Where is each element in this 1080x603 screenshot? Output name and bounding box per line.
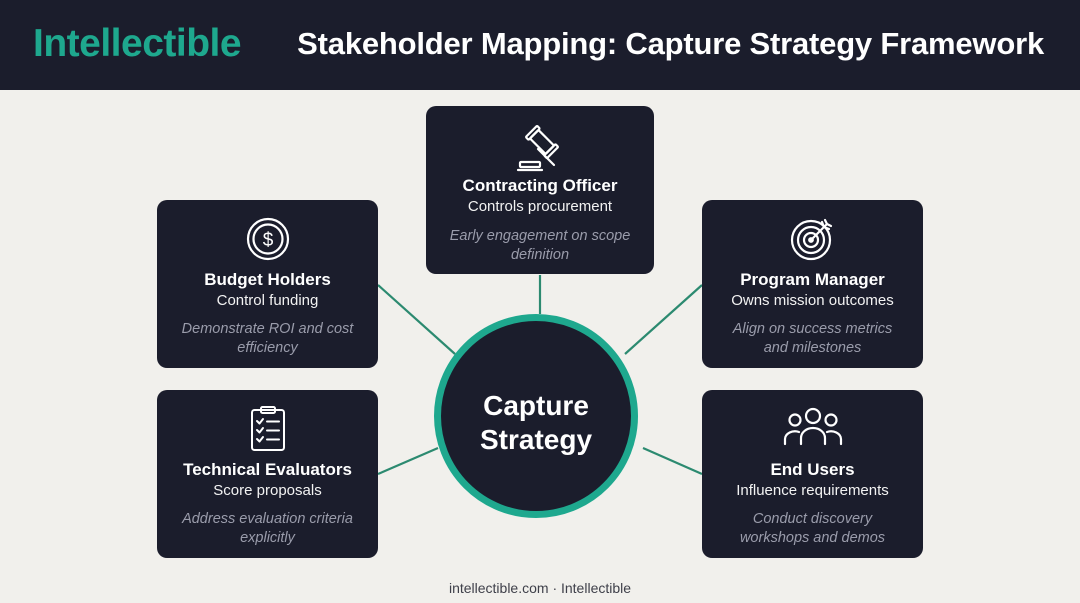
stakeholder-role: Controls procurement bbox=[467, 198, 613, 215]
hub-label: Capture Strategy bbox=[479, 390, 593, 455]
stakeholder-card-contracting-officer: Contracting Officer Controls procurement… bbox=[426, 106, 654, 274]
dollar-coin-icon: $ bbox=[245, 216, 291, 267]
stakeholder-card-budget-holders: $ Budget Holders Control funding Demonst… bbox=[157, 200, 378, 368]
stakeholder-card-technical-evaluators: Technical Evaluators Score proposals Add… bbox=[157, 390, 378, 558]
stakeholder-role: Owns mission outcomes bbox=[731, 292, 894, 309]
page-title: Stakeholder Mapping: Capture Strategy Fr… bbox=[297, 26, 1044, 61]
stakeholder-role: Influence requirements bbox=[736, 482, 889, 499]
stakeholder-role: Score proposals bbox=[213, 482, 322, 499]
stakeholder-tip: Align on success metrics and milestones bbox=[732, 321, 893, 356]
stakeholder-name: Technical Evaluators bbox=[183, 460, 352, 479]
connector-budget-holders bbox=[377, 284, 456, 355]
capture-strategy-hub: Capture Strategy bbox=[434, 314, 638, 518]
header-bar: Intellectible Stakeholder Mapping: Captu… bbox=[0, 0, 1080, 90]
stakeholder-card-end-users: End Users Influence requirements Conduct… bbox=[702, 390, 923, 558]
connector-program-manager bbox=[624, 284, 703, 355]
stakeholder-card-program-manager: Program Manager Owns mission outcomes Al… bbox=[702, 200, 923, 368]
footer-credit: intellectible.com · Intellectible bbox=[448, 580, 632, 596]
stakeholder-tip: Address evaluation criteria explicitly bbox=[182, 511, 353, 546]
gavel-icon bbox=[514, 122, 566, 179]
svg-text:$: $ bbox=[262, 230, 273, 251]
stakeholder-tip: Early engagement on scope definition bbox=[449, 228, 631, 263]
target-icon bbox=[789, 214, 837, 267]
stakeholder-role: Control funding bbox=[216, 292, 319, 309]
connector-end-users bbox=[642, 446, 703, 476]
users-group-icon bbox=[782, 406, 844, 453]
stakeholder-tip: Demonstrate ROI and cost efficiency bbox=[181, 321, 354, 356]
stakeholder-name: End Users bbox=[770, 460, 855, 479]
brand-logo: Intellectible bbox=[33, 22, 242, 65]
stakeholder-tip: Conduct discovery workshops and demos bbox=[739, 511, 886, 546]
stakeholder-name: Budget Holders bbox=[204, 270, 331, 289]
stakeholder-name: Contracting Officer bbox=[462, 176, 618, 195]
stakeholder-name: Program Manager bbox=[740, 270, 885, 289]
connector-technical-evaluators bbox=[377, 446, 439, 476]
checklist-clipboard-icon bbox=[248, 405, 288, 458]
